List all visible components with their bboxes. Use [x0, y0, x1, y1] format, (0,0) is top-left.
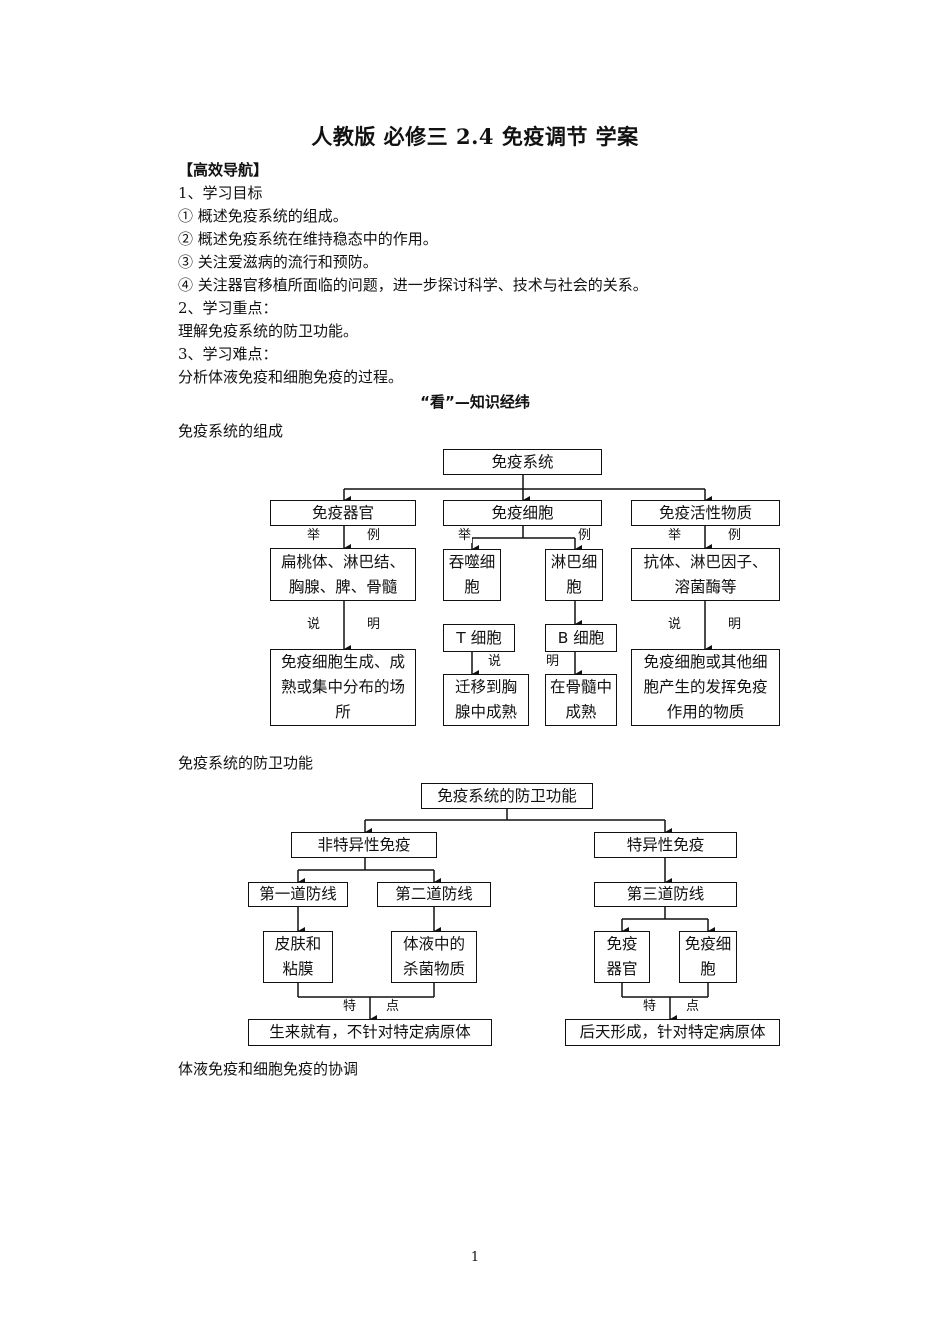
node-immune-organs-2: 免疫器官: [594, 931, 650, 983]
difficulties-text: 分析体液免疫和细胞免疫的过程。: [178, 368, 404, 386]
section2-label: 免疫系统的防卫功能: [178, 754, 314, 772]
label-ju: 举: [667, 528, 683, 543]
knowledge-heading: “看”—知识经纬: [420, 393, 530, 411]
objective-item: ④ 关注器官移植所面临的问题，进一步探讨科学、技术与社会的关系。: [178, 276, 648, 294]
node-second-line: 第二道防线: [377, 882, 491, 907]
objective-item: ③ 关注爱滋病的流行和预防。: [178, 253, 378, 271]
node-immune-cells: 免疫细胞: [443, 500, 602, 526]
label-li: 例: [727, 528, 743, 543]
node-lymphocyte: 淋巴细胞: [545, 549, 603, 601]
node-skin-mucosa: 皮肤和粘膜: [263, 931, 333, 983]
node-defense-function: 免疫系统的防卫功能: [421, 783, 593, 809]
label-li: 例: [577, 528, 593, 543]
label-shuo: 说: [667, 617, 683, 632]
objective-item: ① 概述免疫系统的组成。: [178, 207, 348, 225]
key-points-heading: 2、学习重点：: [178, 299, 278, 317]
key-points-text: 理解免疫系统的防卫功能。: [178, 322, 359, 340]
node-specific: 特异性免疫: [594, 832, 737, 858]
label-li: 例: [366, 528, 382, 543]
section3-label: 体液免疫和细胞免疫的协调: [178, 1060, 359, 1078]
node-phagocyte: 吞噬细胞: [443, 549, 501, 601]
node-immune-substances: 免疫活性物质: [631, 500, 780, 526]
section1-label: 免疫系统的组成: [178, 422, 284, 440]
difficulties-heading: 3、学习难点：: [178, 345, 278, 363]
label-te: 特: [342, 999, 358, 1014]
node-organs-examples: 扁桃体、淋巴结、胸腺、脾、骨髓: [270, 548, 416, 601]
nav-heading: 【高效导航】: [178, 161, 269, 179]
label-dian: 点: [385, 999, 401, 1014]
label-shuo: 说: [306, 617, 322, 632]
node-third-line: 第三道防线: [594, 882, 737, 907]
node-immune-cells-2: 免疫细胞: [679, 931, 737, 983]
node-nonspecific: 非特异性免疫: [291, 832, 437, 858]
node-bactericidal-substances: 体液中的杀菌物质: [391, 931, 477, 983]
label-ju: 举: [457, 528, 473, 543]
node-b-cell: B 细胞: [545, 624, 617, 652]
label-dian: 点: [685, 999, 701, 1014]
label-ju: 举: [306, 528, 322, 543]
label-te: 特: [642, 999, 658, 1014]
page-number: 1: [470, 1250, 480, 1265]
label-shuo: 说: [487, 654, 503, 669]
objectives-heading: 1、学习目标: [178, 184, 263, 202]
node-substances-desc: 免疫细胞或其他细胞产生的发挥免疫作用的物质: [631, 649, 780, 726]
node-nonspecific-feature: 生来就有，不针对特定病原体: [248, 1019, 492, 1046]
objective-item: ② 概述免疫系统在维持稳态中的作用。: [178, 230, 438, 248]
page-title: 人教版 必修三 2.4 免疫调节 学案: [311, 124, 639, 149]
node-first-line: 第一道防线: [248, 882, 348, 907]
label-ming: 明: [727, 617, 743, 632]
node-organs-desc: 免疫细胞生成、成熟或集中分布的场所: [270, 649, 416, 726]
node-t-cell: T 细胞: [443, 624, 515, 652]
node-immune-organs: 免疫器官: [270, 500, 416, 526]
node-b-desc: 在骨髓中成熟: [545, 674, 617, 726]
node-substances-examples: 抗体、淋巴因子、溶菌酶等: [631, 548, 780, 601]
label-ming: 明: [366, 617, 382, 632]
node-t-desc: 迁移到胸腺中成熟: [443, 674, 529, 726]
label-ming: 明: [545, 654, 561, 669]
node-specific-feature: 后天形成，针对特定病原体: [565, 1019, 780, 1046]
node-immune-system: 免疫系统: [443, 449, 602, 475]
